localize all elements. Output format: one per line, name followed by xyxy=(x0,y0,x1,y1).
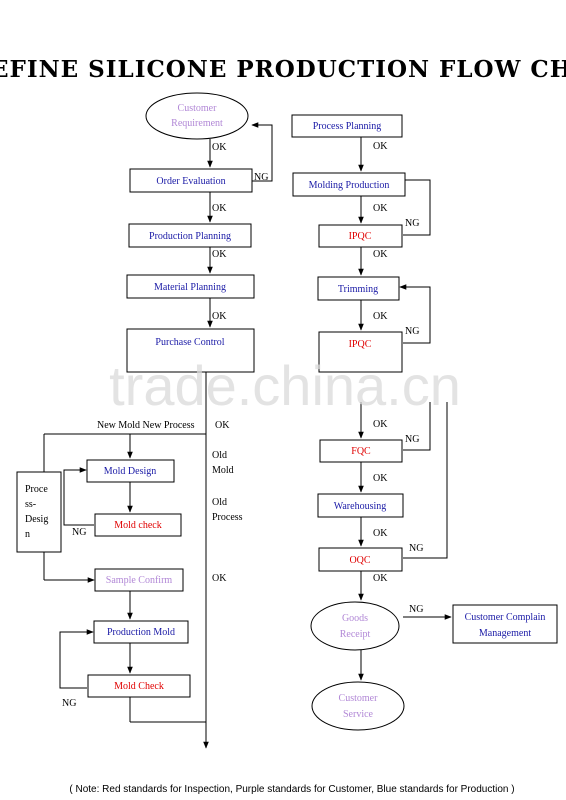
legend-note: ( Note: Red standards for Inspection, Pu… xyxy=(69,784,514,795)
node-material-planning: Material Planning xyxy=(126,274,255,299)
node-order-evaluation: Order Evaluation xyxy=(129,168,253,193)
ok-label: OK xyxy=(212,203,227,214)
ok-label: OK xyxy=(373,473,388,484)
ng-label: NG xyxy=(409,543,423,554)
node-production-planning: Production Planning xyxy=(128,223,252,248)
node-oqc: OQC xyxy=(318,547,403,572)
node-process-planning: Process Planning xyxy=(291,114,403,138)
svg-text:Mold check: Mold check xyxy=(114,520,162,531)
svg-text:Warehousing: Warehousing xyxy=(334,501,387,512)
ok-label: OK xyxy=(212,142,227,153)
ng-label: NG xyxy=(405,434,419,445)
node-trimming: Trimming xyxy=(317,276,400,301)
svg-text:Purchase Control: Purchase Control xyxy=(155,337,224,348)
node-customer-service: Customer Service xyxy=(311,681,405,731)
svg-text:Trimming: Trimming xyxy=(338,284,378,295)
ok-label: OK xyxy=(373,528,388,539)
node-sample-confirm: Sample Confirm xyxy=(94,568,184,592)
ok-label: OK xyxy=(373,573,388,584)
ok-label: OK xyxy=(373,203,388,214)
svg-text:Management: Management xyxy=(479,628,531,639)
new-mold-new-process-label: New Mold New Process xyxy=(97,420,195,431)
node-goods-receipt: Goods Receipt xyxy=(310,601,400,651)
svg-text:Customer: Customer xyxy=(339,693,379,704)
ok-label: OK xyxy=(215,420,230,431)
node-mold-check-2: Mold Check xyxy=(87,674,191,698)
node-ipqc-1: IPQC xyxy=(318,224,403,248)
svg-text:IPQC: IPQC xyxy=(349,339,372,350)
ng-label: NG xyxy=(62,698,76,709)
node-molding-production: Molding Production xyxy=(292,172,406,197)
node-process-design: Proce ss- Desig n xyxy=(16,471,62,553)
node-customer-requirement: Customer Requirement xyxy=(145,92,249,140)
ok-label: OK xyxy=(212,249,227,260)
node-warehousing: Warehousing xyxy=(317,493,404,518)
svg-text:Material Planning: Material Planning xyxy=(154,282,226,293)
svg-text:Requirement: Requirement xyxy=(171,118,223,129)
svg-text:FQC: FQC xyxy=(351,446,371,457)
node-fqc: FQC xyxy=(319,439,403,463)
svg-text:Order Evaluation: Order Evaluation xyxy=(156,176,225,187)
watermark: trade.china.cn xyxy=(109,354,461,417)
svg-text:Customer: Customer xyxy=(178,103,218,114)
svg-text:Service: Service xyxy=(343,709,374,720)
node-mold-check: Mold check xyxy=(94,513,182,537)
svg-text:Sample Confirm: Sample Confirm xyxy=(106,575,173,586)
svg-text:Desig: Desig xyxy=(25,514,48,525)
node-purchase-control: Purchase Control xyxy=(126,328,255,373)
ok-label: OK xyxy=(373,249,388,260)
node-production-mold: Production Mold xyxy=(93,620,189,644)
svg-text:Goods: Goods xyxy=(342,613,368,624)
old-mold-label: Mold xyxy=(212,465,234,476)
svg-text:Receipt: Receipt xyxy=(340,629,371,640)
old-process-label: Old xyxy=(212,497,227,508)
svg-text:Mold Check: Mold Check xyxy=(114,681,164,692)
svg-text:Proce: Proce xyxy=(25,484,48,495)
connectors xyxy=(43,122,452,749)
svg-text:Production Planning: Production Planning xyxy=(149,231,231,242)
svg-text:Molding Production: Molding Production xyxy=(309,180,390,191)
old-mold-label: Old xyxy=(212,450,227,461)
chart-title: REFINE SILICONE PRODUCTION FLOW CHART xyxy=(0,56,566,83)
ng-label: NG xyxy=(72,527,86,538)
svg-text:Process Planning: Process Planning xyxy=(313,121,382,132)
svg-text:Mold Design: Mold Design xyxy=(104,466,157,477)
ng-label: NG xyxy=(405,326,419,337)
ok-label: OK xyxy=(212,573,227,584)
ng-label: NG xyxy=(254,172,268,183)
edge-labels: OK NG OK OK OK New Mold New Process OK O… xyxy=(62,141,423,709)
svg-text:OQC: OQC xyxy=(349,555,370,566)
svg-text:Production Mold: Production Mold xyxy=(107,627,175,638)
node-customer-complain-management: Customer Complain Management xyxy=(452,604,558,644)
node-mold-design: Mold Design xyxy=(86,459,175,483)
svg-text:n: n xyxy=(25,529,30,540)
svg-text:Customer Complain: Customer Complain xyxy=(465,612,546,623)
old-process-label: Process xyxy=(212,512,243,523)
ng-label: NG xyxy=(409,604,423,615)
ok-label: OK xyxy=(373,311,388,322)
node-ipqc-2: IPQC xyxy=(318,331,403,373)
ok-label: OK xyxy=(212,311,227,322)
svg-text:IPQC: IPQC xyxy=(349,231,372,242)
svg-text:ss-: ss- xyxy=(25,499,36,510)
ng-label: NG xyxy=(405,218,419,229)
ok-label: OK xyxy=(373,419,388,430)
ok-label: OK xyxy=(373,141,388,152)
